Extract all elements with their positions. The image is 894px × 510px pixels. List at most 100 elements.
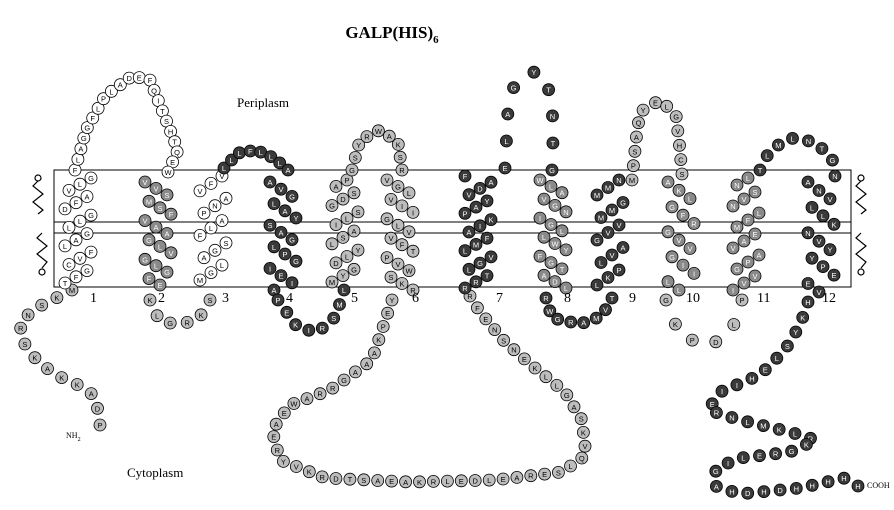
residue-bead: V [381,174,393,186]
svg-text:K: K [396,140,401,149]
svg-text:A: A [514,473,519,482]
svg-text:P: P [690,336,695,345]
residue-bead: L [789,428,801,440]
residue-bead: R [710,407,722,419]
residue-bead: K [602,272,614,284]
residue-bead: I [474,220,486,232]
svg-text:Q: Q [151,86,157,95]
residue-bead: R [470,276,482,288]
residue-bead: F [205,177,217,189]
svg-text:V: V [395,260,400,269]
svg-text:N: N [729,414,734,423]
svg-text:E: E [271,433,276,442]
svg-text:V: V [603,306,608,315]
svg-text:Q: Q [579,454,585,463]
residue-bead: C [63,259,75,271]
svg-text:M: M [329,278,335,287]
residue-bead: T [754,164,766,176]
residue-bead: F [534,250,546,262]
svg-text:N: N [550,112,555,121]
svg-text:H: H [794,484,799,493]
residue-bead: R [540,292,552,304]
residue-bead: E [386,475,398,487]
residue-bead: R [316,471,328,483]
residue-bead: H [822,476,834,488]
svg-text:V: V [197,187,202,196]
svg-text:F: F [538,252,543,261]
svg-text:G: G [620,199,626,208]
svg-text:E: E [137,74,142,83]
residue-bead: F [143,273,155,285]
residue-bead: G [348,263,360,275]
residue-bead: N [508,344,520,356]
svg-text:R: R [773,450,779,459]
residue-bead: G [81,228,93,240]
svg-text:V: V [66,186,71,195]
svg-text:D: D [745,489,751,498]
svg-text:M: M [146,197,152,206]
svg-text:P: P [201,209,206,218]
residue-bead: I [722,457,734,469]
svg-text:E: E [284,308,289,317]
svg-text:L: L [76,155,80,164]
residue-bead: Y [386,294,398,306]
helix-label-2: 2 [158,291,165,306]
svg-text:T: T [551,139,556,148]
svg-text:G: G [293,257,299,266]
residue-bead: Y [481,195,493,207]
svg-text:L: L [342,286,346,295]
residue-bead: F [69,164,81,176]
periplasm-label: Periplasm [237,95,289,110]
svg-text:Q: Q [636,119,642,128]
residue-bead: I [677,259,689,271]
svg-text:R: R [431,477,437,486]
residue-bead: A [282,164,294,176]
residue-bead: A [710,480,722,492]
svg-text:L: L [775,354,779,363]
residue-bead: E [539,468,551,480]
residue-bead: L [806,201,818,213]
svg-text:T: T [63,279,68,288]
svg-text:L: L [568,462,572,471]
residue-bead: L [661,100,673,112]
residue-bead: G [545,219,557,231]
svg-text:F: F [463,172,468,181]
svg-text:R: R [275,446,281,455]
residue-bead: G [826,154,838,166]
residue-bead: V [579,440,591,452]
residue-bead: V [813,235,825,247]
helix-label-9: 9 [629,291,636,306]
svg-text:F: F [90,114,95,123]
svg-text:G: G [164,268,170,277]
residue-bead: K [303,466,315,478]
svg-text:A: A [285,166,290,175]
svg-text:E: E [805,280,810,289]
residue-bead: G [666,251,678,263]
svg-text:L: L [272,243,276,252]
residue-bead: L [341,251,353,263]
svg-text:V: V [142,178,147,187]
svg-text:Y: Y [793,328,798,337]
svg-text:T: T [610,294,615,303]
svg-text:S: S [501,336,506,345]
svg-text:L: L [504,137,508,146]
residue-bead: F [471,302,483,314]
svg-text:H: H [855,482,860,491]
residue-bead: M [606,204,618,216]
residue-bead: L [74,215,86,227]
residue-bead: A [150,221,162,233]
svg-text:F: F [74,199,79,208]
residue-bead: T [59,277,71,289]
residue-bead: D [59,203,71,215]
residue-bead: R [316,322,328,334]
lipid-tail-icon [856,181,866,214]
residue-bead: K [392,138,404,150]
residue-bead: A [264,176,276,188]
residue-bead: L [341,212,353,224]
residue-bead: S [337,231,349,243]
residue-bead: W [162,166,174,178]
svg-text:A: A [89,390,94,399]
residue-bead: G [290,255,302,267]
svg-text:L: L [396,221,400,230]
residue-bead: L [742,172,754,184]
